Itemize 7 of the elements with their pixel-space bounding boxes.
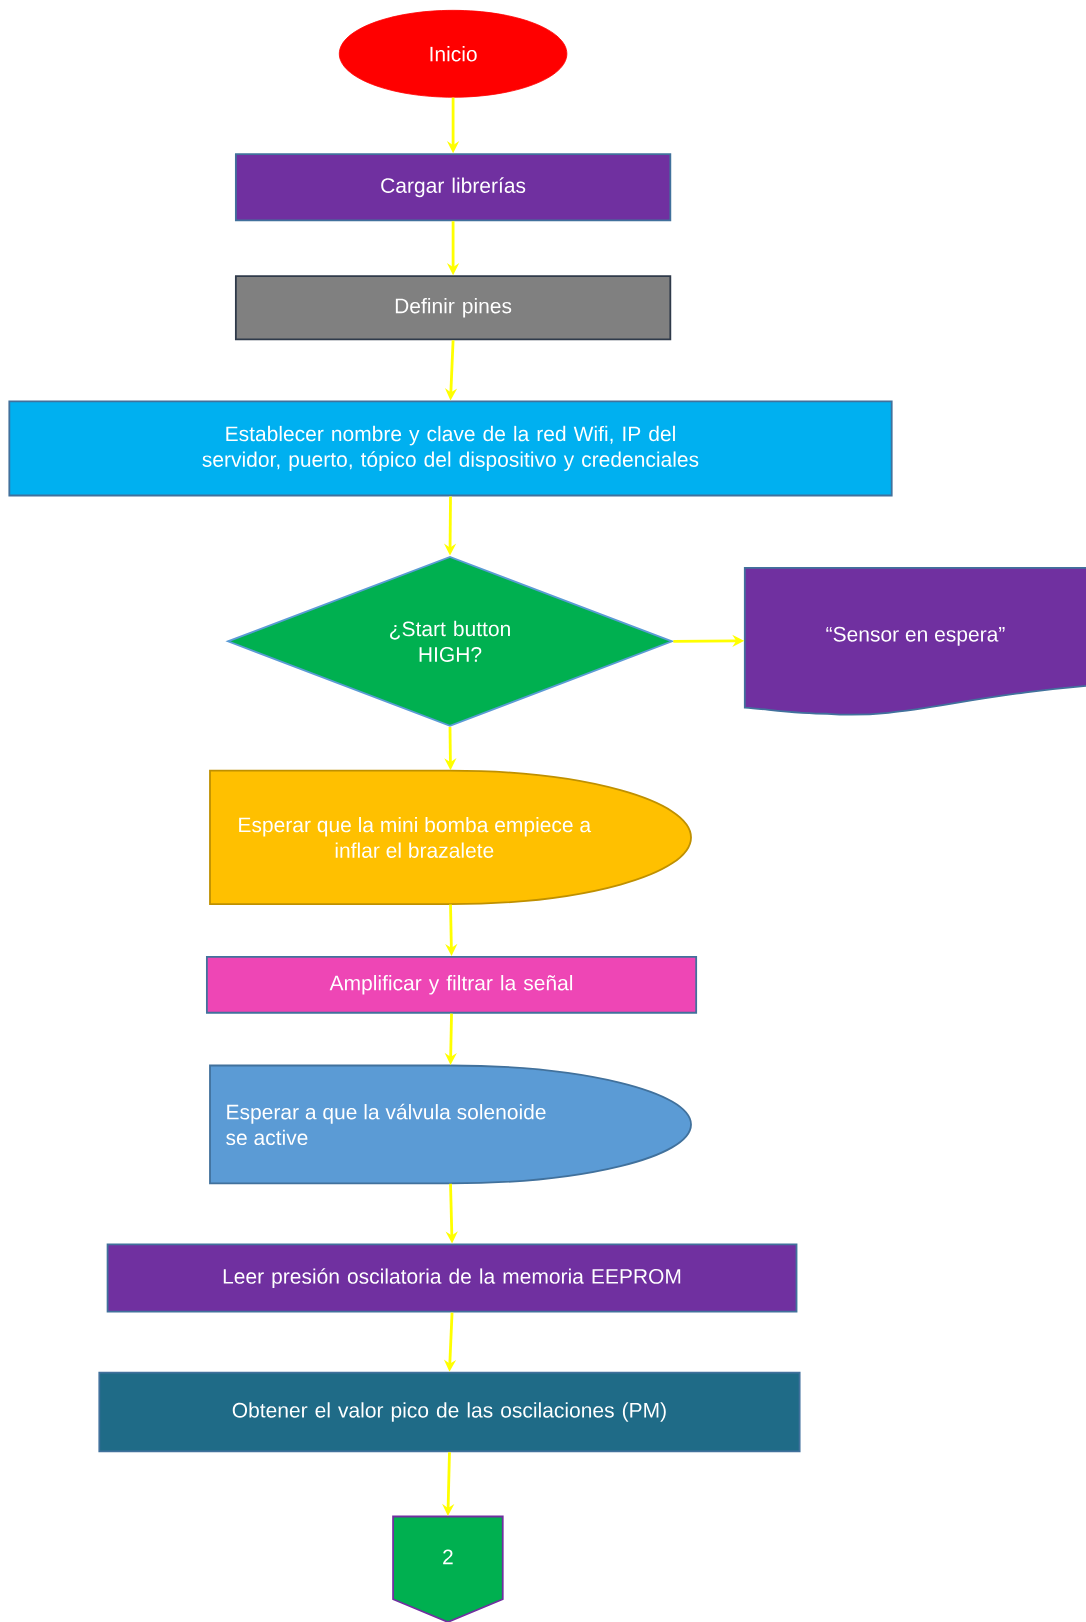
process-box: Amplificar y filtrar la señal [205, 955, 697, 1014]
process-box: Definir pines [234, 275, 672, 341]
process-box: Establecer nombre y clave de la red Wifi, IP del servidor, puerto, tópico del dispositivo y credenciales [8, 400, 893, 497]
process-box: Cargar librerías [234, 153, 672, 222]
process-box: Obtener el valor pico de las oscilaciones (PM) [98, 1371, 801, 1453]
process-box: Leer presión oscilatoria de la memoria EEPROM [106, 1243, 798, 1313]
off-page-connector: 2 [392, 1515, 504, 1622]
